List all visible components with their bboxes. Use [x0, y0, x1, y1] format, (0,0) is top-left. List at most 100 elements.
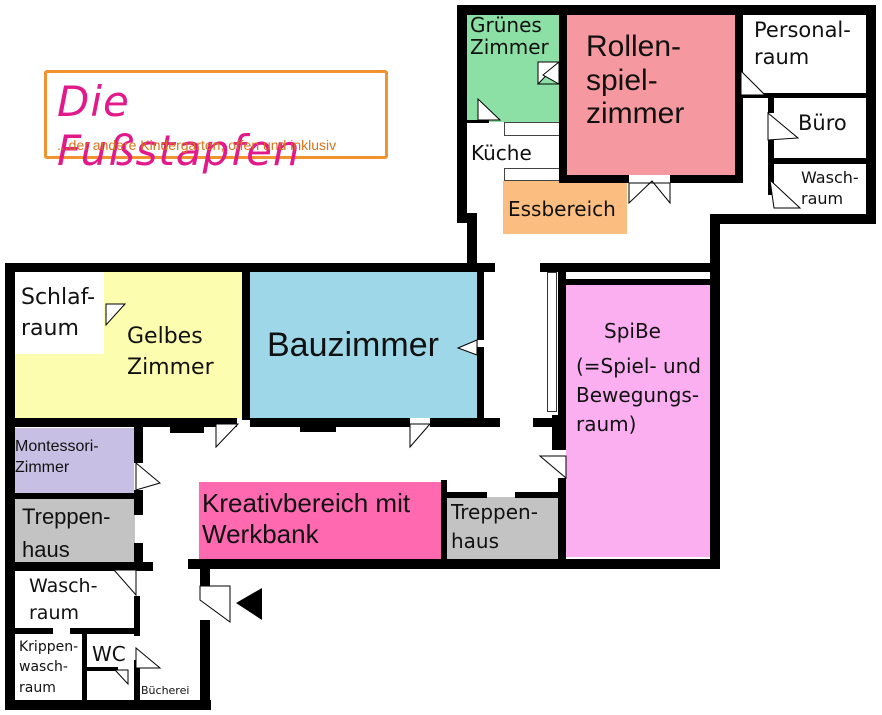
- door: [113, 669, 129, 686]
- wall: [477, 270, 484, 340]
- door: [409, 423, 432, 449]
- wall: [134, 490, 143, 515]
- label-personalraum: Personal-raum: [754, 18, 851, 70]
- wall: [559, 175, 629, 183]
- wall: [457, 213, 471, 223]
- label-wc: WC: [92, 642, 126, 666]
- wall: [5, 418, 237, 427]
- wall: [5, 700, 211, 710]
- wall: [188, 559, 720, 569]
- wall: [300, 424, 336, 432]
- label-spibe: SpiBe (=Spiel- und Bewegungs- raum): [576, 319, 701, 436]
- wall: [250, 418, 410, 427]
- wall: [735, 10, 743, 182]
- label-kueche: Küche: [471, 141, 532, 165]
- shelf: [547, 272, 557, 412]
- wall: [866, 5, 876, 222]
- room-bauzimmer[interactable]: [249, 271, 478, 418]
- door: [105, 303, 127, 327]
- wall: [559, 10, 567, 182]
- wall: [242, 270, 250, 420]
- door: [767, 111, 800, 141]
- room-schlafraum[interactable]: [14, 271, 104, 354]
- wall: [5, 263, 495, 272]
- wall: [768, 140, 774, 195]
- label-treppenhaus-links: Treppen-haus: [22, 504, 111, 562]
- wall: [5, 562, 153, 571]
- wall: [710, 214, 720, 568]
- door: [135, 646, 162, 669]
- wall: [533, 418, 563, 427]
- door: [769, 178, 802, 209]
- wall: [558, 478, 566, 563]
- counter: [504, 122, 559, 136]
- room-montessori[interactable]: [14, 428, 134, 494]
- label-treppenhaus-mitte: Treppen-haus: [451, 500, 538, 553]
- door: [112, 569, 137, 597]
- wall: [82, 630, 87, 708]
- label-montessori: Montessori-Zimmer: [15, 438, 99, 476]
- door: [542, 60, 560, 85]
- label-waschraum-oben: Wasch-raum: [801, 168, 859, 208]
- door: [740, 69, 767, 96]
- door: [456, 339, 478, 356]
- wall: [768, 158, 871, 164]
- door: [135, 461, 162, 491]
- wall: [710, 214, 876, 224]
- wall: [563, 279, 713, 285]
- wall: [467, 120, 489, 123]
- wall: [768, 93, 774, 113]
- wall: [558, 270, 566, 417]
- label-buecherei: Bücherei: [141, 684, 190, 697]
- wall: [134, 543, 143, 563]
- wall: [457, 5, 467, 217]
- door: [538, 455, 567, 480]
- counter: [504, 168, 559, 181]
- label-schlafraum: Schlaf-raum: [21, 285, 96, 341]
- room-treppenhaus-mitte[interactable]: [447, 497, 561, 559]
- wall: [515, 492, 561, 498]
- door: [628, 180, 671, 205]
- wall: [170, 424, 204, 433]
- wall: [200, 566, 210, 586]
- room-essbereich[interactable]: [503, 181, 627, 234]
- label-rollenspielzimmer: Rollen-spiel-zimmer: [586, 30, 685, 131]
- door: [477, 97, 502, 121]
- wall: [670, 175, 743, 183]
- wall: [477, 347, 484, 420]
- wall: [552, 415, 566, 450]
- room-rollenspielzimmer[interactable]: [565, 14, 735, 175]
- wall: [134, 596, 140, 636]
- wall: [540, 263, 720, 272]
- wall: [134, 425, 143, 463]
- label-waschraum-unten: Wasch-raum: [29, 575, 98, 624]
- label-essbereich: Essbereich: [508, 197, 616, 221]
- room-spibe[interactable]: [566, 285, 710, 557]
- wall: [447, 492, 487, 498]
- label-buero: Büro: [798, 111, 847, 135]
- room-treppenhaus-links[interactable]: [14, 499, 135, 562]
- wall: [741, 93, 871, 98]
- logo: Die Fußstapfen ...der andere Kindergarte…: [44, 70, 388, 175]
- door: [199, 585, 231, 623]
- label-bauzimmer: Bauzimmer: [267, 326, 439, 364]
- wall: [5, 263, 15, 709]
- wall: [5, 628, 53, 634]
- logo-title: Die Fußstapfen: [57, 77, 301, 175]
- wall: [457, 5, 875, 15]
- wall: [441, 480, 447, 562]
- wall: [5, 493, 140, 499]
- label-krippenwaschraum: Krippen-wasch-raum: [19, 639, 79, 696]
- wall: [430, 418, 500, 427]
- wall: [70, 628, 138, 634]
- entrance-arrow-icon: [236, 588, 262, 620]
- wall: [134, 660, 140, 710]
- wall: [200, 620, 210, 710]
- wall: [467, 213, 477, 271]
- room-kreativbereich[interactable]: [199, 482, 441, 559]
- logo-subtitle: ...der andere Kindergarten, offen und in…: [57, 137, 337, 153]
